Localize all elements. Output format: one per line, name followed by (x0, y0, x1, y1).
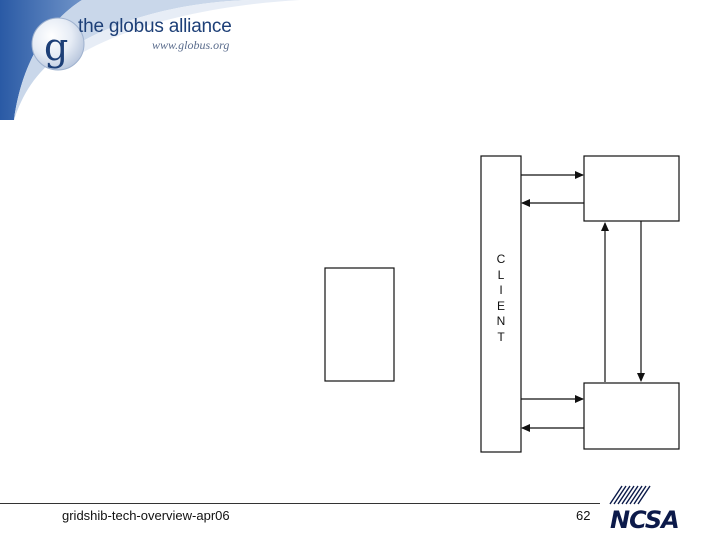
globus-logo-ball (31, 17, 85, 71)
footer-title: gridshib-tech-overview-apr06 (62, 508, 230, 523)
top-right-box (583, 155, 680, 222)
client-label: C L I E N T (481, 252, 521, 345)
org-url: www.globus.org (152, 38, 230, 52)
client-letter: L (497, 267, 505, 282)
header-swoosh (0, 0, 82, 120)
client-letter: N (496, 314, 506, 328)
client-letter: C (496, 252, 506, 266)
page-number: 62 (576, 508, 591, 523)
client-letter: E (496, 298, 505, 313)
ncsa-stripes-icon (609, 485, 651, 505)
footer-divider (0, 503, 600, 504)
client-box (480, 155, 522, 453)
globus-logo-letter: g (44, 25, 68, 69)
bottom-right-box (583, 382, 680, 450)
ncsa-wordmark: NCSA (610, 506, 679, 534)
ncsa-logo: NCSA (609, 485, 680, 534)
client-letter: I (499, 283, 503, 297)
client-letter: T (497, 329, 505, 344)
left-box (324, 267, 395, 382)
org-name: the globus alliance (78, 16, 232, 37)
header-banner: g (0, 0, 300, 120)
